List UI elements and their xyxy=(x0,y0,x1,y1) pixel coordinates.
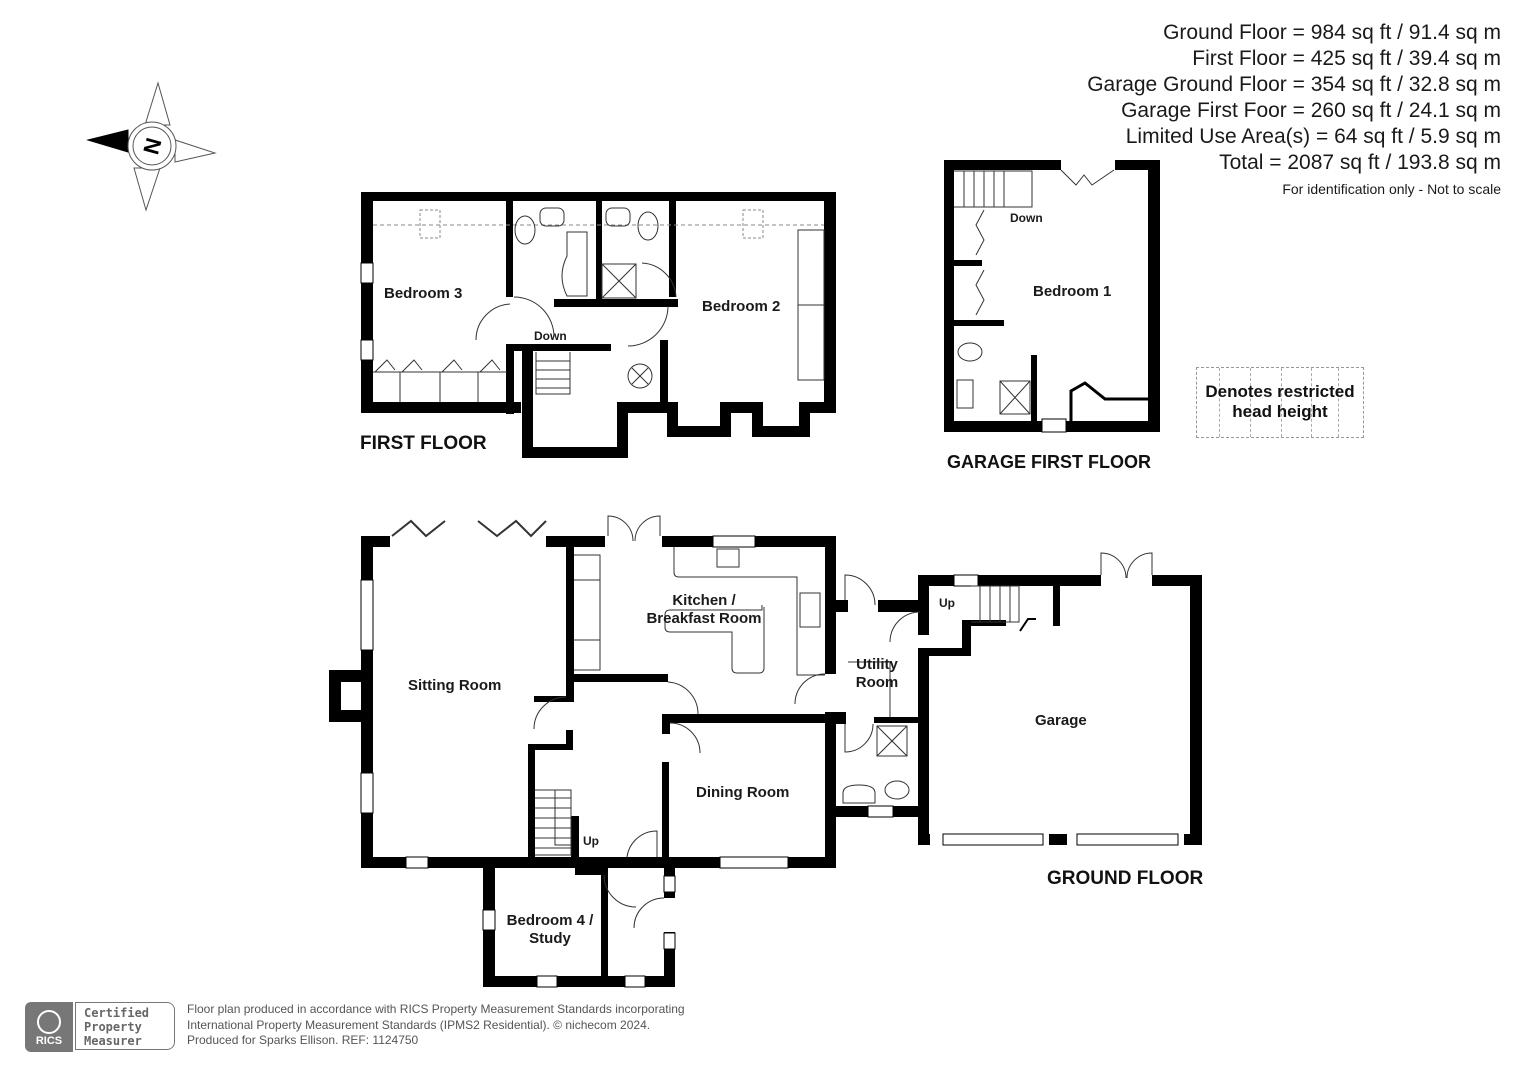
room-label-kitchen: Kitchen / Breakfast Room xyxy=(643,592,765,628)
floor-title-first-floor: FIRST FLOOR xyxy=(360,433,487,454)
area-total: Total = 2087 sq ft / 193.8 sq m xyxy=(1219,151,1501,174)
legend-line-2: head height xyxy=(1232,402,1328,421)
floor-title-ground-floor: GROUND FLOOR xyxy=(1047,868,1204,889)
room-label-dining-room: Dining Room xyxy=(696,784,790,801)
svg-text:N: N xyxy=(138,135,166,157)
first-floor-fittings xyxy=(373,207,825,402)
scale-note: For identification only - Not to scale xyxy=(1282,181,1501,197)
stairs-label-garage-up: Up xyxy=(939,596,955,610)
area-first-floor: First Floor = 425 sq ft / 39.4 sq m xyxy=(1192,47,1501,70)
area-garage-ground-floor: Garage Ground Floor = 354 sq ft / 32.8 s… xyxy=(1087,73,1501,96)
kitchen-label-line-1: Kitchen / xyxy=(672,592,736,609)
certified-property-measurer-badge: Certified Property Measurer xyxy=(75,1002,175,1050)
room-label-bedroom-3: Bedroom 3 xyxy=(384,285,463,302)
room-label-utility-room: Utility Room xyxy=(852,656,902,692)
restricted-head-height-legend: Denotes restricted head height xyxy=(1196,367,1364,438)
stairs-label-down: Down xyxy=(534,329,567,343)
room-label-bedroom-1: Bedroom 1 xyxy=(1033,283,1112,300)
footer-disclaimer: Floor plan produced in accordance with R… xyxy=(187,1002,685,1047)
area-ground-floor: Ground Floor = 984 sq ft / 91.4 sq m xyxy=(1163,21,1501,44)
first-floor-plan xyxy=(360,192,836,458)
legend-line-1: Denotes restricted xyxy=(1205,382,1355,401)
utility-label-line-1: Utility xyxy=(856,656,898,673)
garage-first-floor-plan xyxy=(944,160,1160,433)
stairs-label-up: Up xyxy=(583,834,599,848)
area-summary: Ground Floor = 984 sq ft / 91.4 sq m Fir… xyxy=(1087,20,1501,200)
kitchen-label-line-2: Breakfast Room xyxy=(646,610,762,627)
area-garage-first-floor: Garage First Foor = 260 sq ft / 24.1 sq … xyxy=(1121,99,1501,122)
rics-logo-icon: RICS xyxy=(25,1002,73,1052)
floor-title-garage-first-floor: GARAGE FIRST FLOOR xyxy=(947,452,1151,472)
room-label-bedroom-2: Bedroom 2 xyxy=(702,298,781,315)
room-label-sitting-room: Sitting Room xyxy=(408,677,502,694)
compass-rose-icon: N xyxy=(86,81,217,212)
bed4-label-line-1: Bedroom 4 / xyxy=(506,912,594,929)
room-label-garage: Garage xyxy=(1035,712,1087,729)
utility-label-line-2: Room xyxy=(855,674,899,691)
ground-floor-fittings xyxy=(391,515,1153,929)
area-limited-use: Limited Use Area(s) = 64 sq ft / 5.9 sq … xyxy=(1125,125,1501,148)
garage-first-floor-fittings xyxy=(954,169,1148,421)
room-label-bedroom-4-study: Bedroom 4 / Study xyxy=(500,912,600,948)
ground-floor-plan xyxy=(329,535,1202,988)
stairs-label-garage-down: Down xyxy=(1010,211,1043,225)
bed4-label-line-2: Study xyxy=(529,930,571,947)
